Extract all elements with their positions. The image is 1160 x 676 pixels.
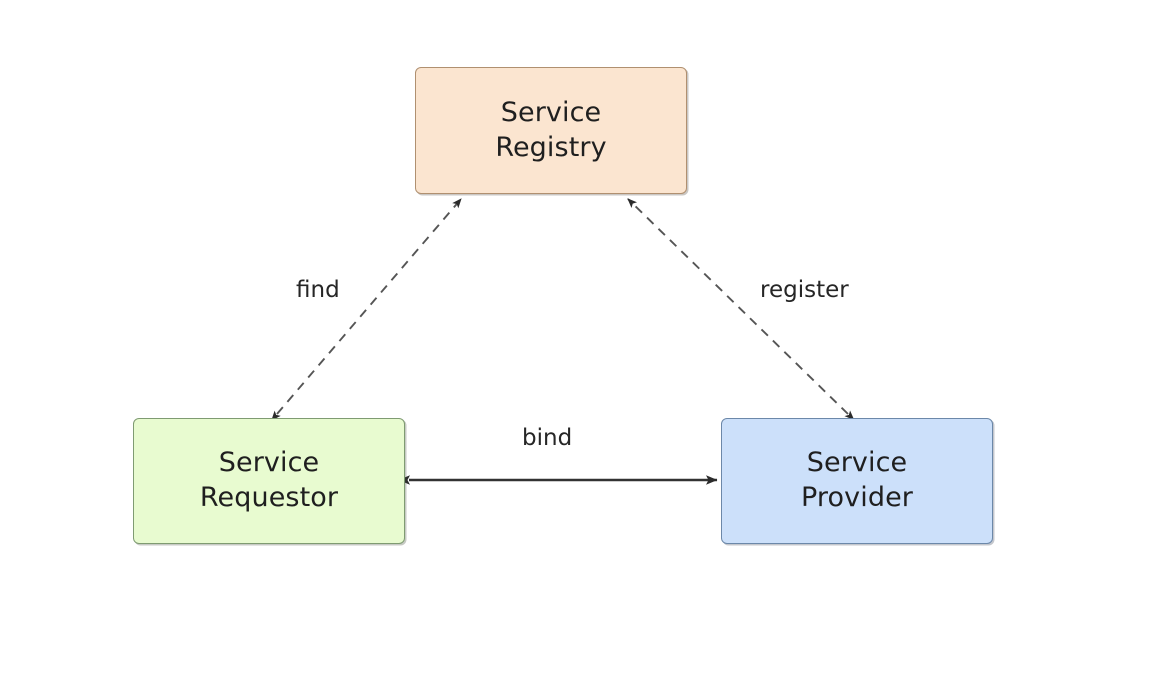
- edge-label-bind: bind: [517, 424, 578, 452]
- edge-register-line: [627, 198, 855, 421]
- node-service-requestor-label-line-1: Service: [218, 447, 320, 479]
- node-service-registry-label-line-1: Service: [500, 96, 602, 128]
- node-service-requestor[interactable]: Service Requestor: [133, 418, 405, 544]
- node-service-registry[interactable]: Service Registry: [415, 67, 687, 194]
- node-service-requestor-label-line-2: Requestor: [199, 482, 339, 513]
- edge-label-register: register: [755, 276, 854, 304]
- edge-find-line: [271, 198, 462, 421]
- node-service-registry-label-line-2: Registry: [495, 131, 607, 163]
- node-service-provider-label-line-1: Service: [806, 447, 908, 479]
- node-service-provider[interactable]: Service Provider: [721, 418, 993, 544]
- node-service-provider-label-line-2: Provider: [801, 482, 913, 513]
- edge-label-find: find: [291, 276, 345, 304]
